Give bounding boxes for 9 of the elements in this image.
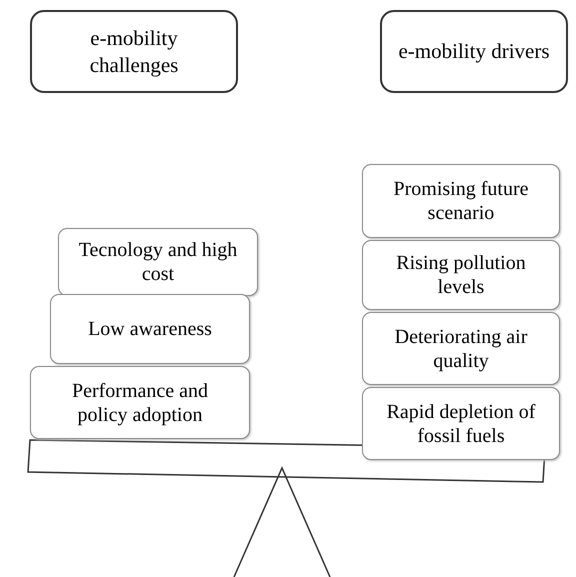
item-text: Deteriorating air quality <box>394 324 528 372</box>
item-text: Performance and policy adoption <box>70 378 210 426</box>
item-text: Low awareness <box>87 317 213 341</box>
item-text: Rising pollution levels <box>395 251 527 299</box>
item-text: Promising future scenario <box>392 177 530 225</box>
item-text: Tecnology and high cost <box>78 238 238 286</box>
heading-text: e-mobility drivers <box>397 38 551 65</box>
item-text: Rapid depletion of fossil fuels <box>386 400 536 448</box>
heading-text: e-mobility challenges <box>88 25 180 78</box>
